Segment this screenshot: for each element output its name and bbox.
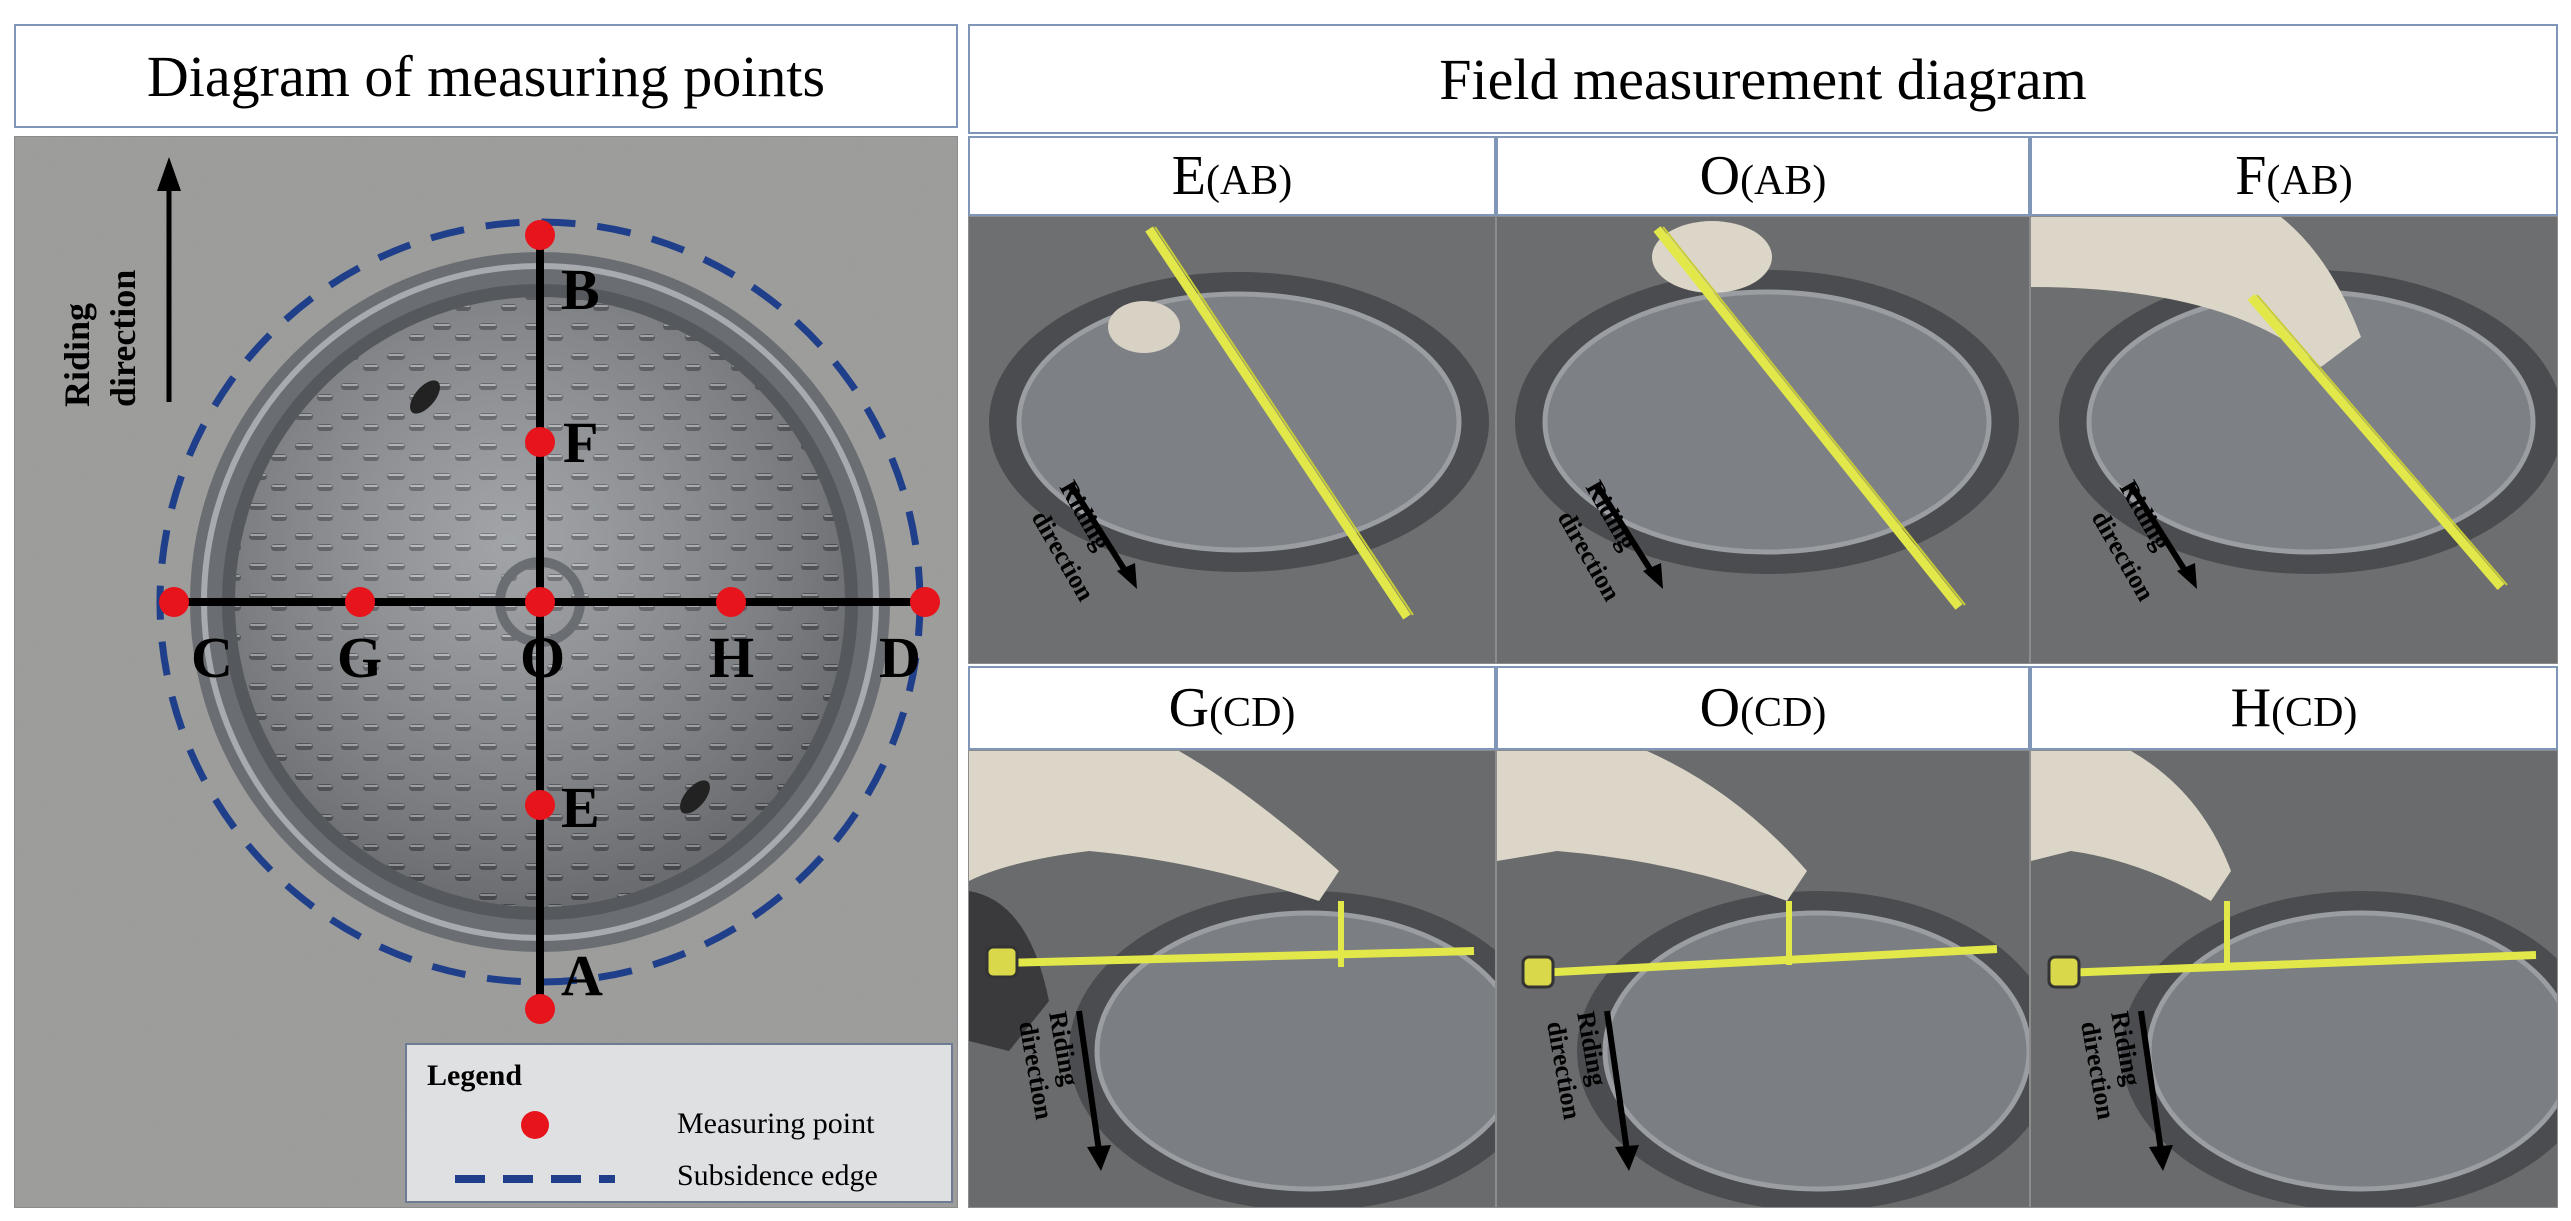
photo-point-label: F bbox=[2235, 145, 2267, 207]
photo-title-o-ab: O(AB) bbox=[1496, 136, 2030, 216]
photo-line-label: (CD) bbox=[1740, 690, 1827, 736]
keyhole-icon bbox=[680, 780, 710, 814]
keyhole-icon bbox=[410, 380, 440, 414]
photo-point-label: E bbox=[1171, 145, 1206, 207]
field-photo-o-ab: Riding direction bbox=[1496, 216, 2030, 664]
point-label-e: E bbox=[561, 775, 600, 840]
field-photo-g-cd: Riding direction bbox=[968, 750, 1496, 1208]
measuring-point-b bbox=[525, 220, 555, 250]
measuring-point-g bbox=[345, 587, 375, 617]
measuring-point-e bbox=[525, 790, 555, 820]
measuring-point-a bbox=[525, 994, 555, 1024]
measuring-point-d bbox=[910, 587, 940, 617]
measuring-point-o bbox=[525, 587, 555, 617]
field-photo-f-ab: Riding direction bbox=[2030, 216, 2558, 664]
photo-line-label: (AB) bbox=[1205, 158, 1293, 204]
photo-line-label: (AB) bbox=[1740, 158, 1827, 204]
photo-title-g-cd: G(CD) bbox=[968, 666, 1496, 750]
point-label-g: G bbox=[337, 625, 382, 690]
manhole-diagram-svg: B F O E A C G H D Riding direction bbox=[15, 137, 957, 1207]
legend-measuring-point-label: Measuring point bbox=[677, 1107, 875, 1140]
legend-measuring-point-symbol bbox=[521, 1111, 549, 1139]
right-panel-title-box: Field measurement diagram bbox=[968, 24, 2558, 134]
point-label-f: F bbox=[563, 410, 598, 475]
photo-point-label: O bbox=[1699, 677, 1741, 739]
point-label-h: H bbox=[709, 625, 754, 690]
riding-direction-label: Riding bbox=[57, 303, 97, 407]
point-label-d: D bbox=[879, 625, 921, 690]
measuring-point-c bbox=[159, 587, 189, 617]
point-label-c: C bbox=[191, 625, 233, 690]
photo-point-label: G bbox=[1168, 677, 1210, 739]
left-panel-title: Diagram of measuring points bbox=[146, 43, 826, 109]
point-label-o: O bbox=[520, 625, 565, 690]
photo-title-h-cd: H(CD) bbox=[2030, 666, 2558, 750]
left-panel-title-box: Diagram of measuring points bbox=[14, 24, 958, 128]
photo-line-label: (CD) bbox=[2271, 690, 2358, 736]
field-photo-o-cd: Riding direction bbox=[1496, 750, 2030, 1208]
photo-title-f-ab: F(AB) bbox=[2030, 136, 2558, 216]
measuring-points-diagram: B F O E A C G H D Riding direction Legen… bbox=[14, 136, 958, 1208]
arrow-head-icon bbox=[157, 157, 181, 191]
measuring-point-h bbox=[716, 587, 746, 617]
point-label-b: B bbox=[561, 257, 600, 322]
right-panel-title: Field measurement diagram bbox=[1439, 46, 2087, 112]
legend-symbols bbox=[455, 1111, 615, 1183]
field-photo-e-ab: Riding direction bbox=[968, 216, 1496, 664]
photo-line-label: (CD) bbox=[1209, 690, 1296, 736]
photo-line-label: (AB) bbox=[2266, 158, 2353, 204]
photo-point-label: H bbox=[2230, 677, 2272, 739]
legend: Legend Measuring point Subsidence edge bbox=[405, 1043, 953, 1203]
riding-direction-label: direction bbox=[103, 270, 143, 407]
photo-title-o-cd: O(CD) bbox=[1496, 666, 2030, 750]
photo-point-label: O bbox=[1699, 145, 1741, 207]
measuring-point-f bbox=[525, 427, 555, 457]
legend-subsidence-edge-label: Subsidence edge bbox=[677, 1159, 878, 1192]
field-photo-h-cd: Riding direction bbox=[2030, 750, 2558, 1208]
point-label-a: A bbox=[561, 943, 603, 1008]
photo-title-e-ab: E(AB) bbox=[968, 136, 1496, 216]
legend-title: Legend bbox=[427, 1059, 523, 1092]
